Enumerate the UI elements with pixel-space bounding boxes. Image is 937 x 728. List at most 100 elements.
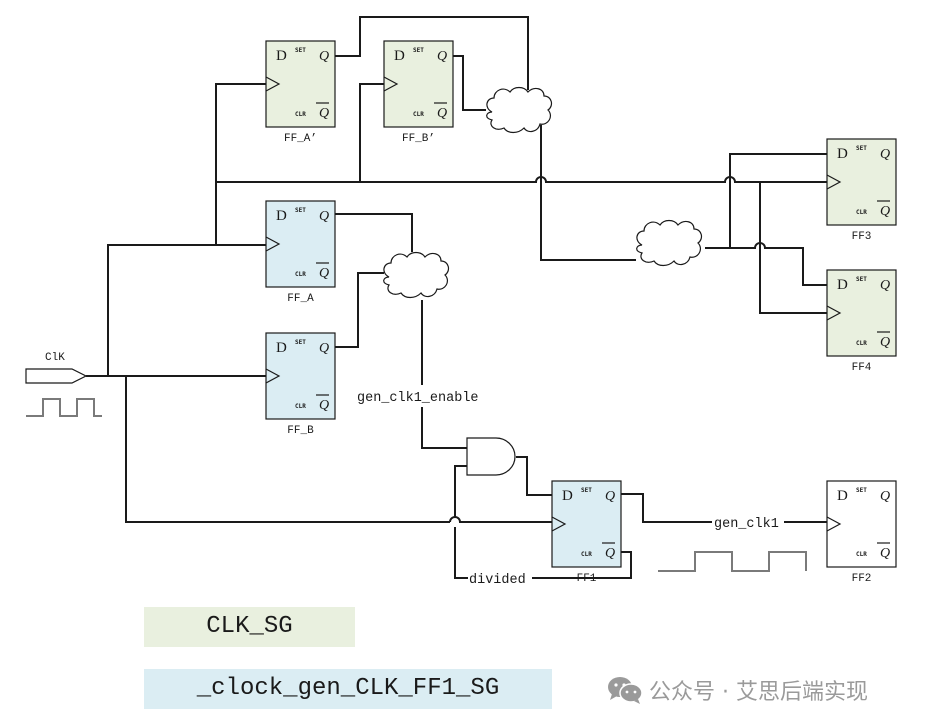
wire-clk-ffa-prime	[215, 83, 266, 182]
clk-port-label: ClK	[45, 352, 65, 364]
pin-set-label: SET	[295, 47, 306, 54]
clock-pin-icon	[826, 516, 842, 532]
wire-divided-to-and	[454, 465, 467, 517]
ff-name-label: FF3	[852, 231, 872, 243]
pin-set-label: SET	[856, 487, 867, 494]
pin-q-label: Q	[605, 489, 615, 504]
ff-name-label: FF_B’	[402, 133, 435, 145]
pin-d-label: D	[394, 48, 405, 64]
pin-set-label: SET	[413, 47, 424, 54]
wire-to-ff4-d	[730, 242, 827, 286]
pin-clr-label: CLR	[856, 551, 867, 558]
wire-ffa-q	[335, 213, 413, 252]
pin-set-label: SET	[581, 487, 592, 494]
flip-flop-ff_b: D SET Q CLR Q FF_B	[265, 332, 336, 437]
ff-name-label: FF1	[577, 573, 597, 585]
wire-to-ff3-d	[729, 153, 827, 248]
pin-qbar-label: Q	[437, 106, 447, 121]
pin-clr-label: CLR	[856, 340, 867, 347]
wire-divided-vertical	[454, 527, 468, 579]
wire-ffb-q	[335, 272, 384, 348]
pin-set-label: SET	[856, 276, 867, 283]
wire-clk-to-ff1	[125, 376, 450, 523]
clk-waveform	[26, 398, 102, 417]
pin-clr-label: CLR	[295, 111, 306, 118]
pin-q-label: Q	[319, 341, 329, 356]
pin-set-label: SET	[295, 339, 306, 346]
wechat-icon	[608, 677, 643, 704]
ff-name-label: FF_A’	[284, 133, 317, 145]
wire-clk-to-ffa-branch	[107, 244, 266, 376]
pin-q-label: Q	[437, 49, 447, 64]
ff-body	[265, 332, 336, 420]
net-label-gen-clk1: gen_clk1	[714, 517, 779, 532]
ff-body	[826, 480, 897, 568]
clock-pin-icon	[826, 305, 842, 321]
wires	[86, 16, 827, 579]
ff-body	[826, 138, 897, 226]
pin-d-label: D	[276, 48, 287, 64]
wire-cloud-top-out	[540, 125, 636, 261]
pin-d-label: D	[837, 488, 848, 504]
pin-qbar-label: Q	[319, 398, 329, 413]
pin-clr-label: CLR	[295, 271, 306, 278]
ff-body	[383, 40, 454, 128]
clock-pin-icon	[383, 76, 399, 92]
ff-name-label: FF_A	[287, 293, 314, 305]
pin-clr-label: CLR	[413, 111, 424, 118]
net-label-enable: gen_clk1_enable	[357, 391, 479, 406]
pin-clr-label: CLR	[856, 209, 867, 216]
pin-qbar-label: Q	[605, 546, 615, 561]
flip-flop-ff1: D SET Q CLR Q FF1	[551, 480, 622, 585]
clock-pin-icon	[265, 236, 281, 252]
pin-clr-label: CLR	[581, 551, 592, 558]
and-gate	[466, 437, 516, 476]
clock-pin-icon	[826, 174, 842, 190]
pin-qbar-label: Q	[319, 106, 329, 121]
legend-clock-gen-ff1-sg-label: _clock_gen_CLK_FF1_SG	[196, 675, 500, 702]
pin-set-label: SET	[856, 145, 867, 152]
cloud-right	[636, 219, 703, 267]
pin-q-label: Q	[880, 147, 890, 162]
pin-clr-label: CLR	[295, 403, 306, 410]
cloud-mid	[383, 251, 450, 299]
pin-q-label: Q	[319, 49, 329, 64]
pin-d-label: D	[276, 208, 287, 224]
watermark: 公众号 · 艾思后端实现	[607, 673, 868, 707]
clk-input-port: ClK	[25, 352, 102, 417]
ff-name-label: FF_B	[287, 425, 314, 437]
pin-q-label: Q	[880, 489, 890, 504]
wire-clk-bus-to-ff3	[216, 176, 827, 183]
wire-divided-right	[532, 551, 632, 579]
gen-clk1-waveform	[658, 551, 807, 572]
watermark-text: 公众号 · 艾思后端实现	[649, 680, 868, 705]
pin-qbar-label: Q	[319, 266, 329, 281]
wire-enable-lower	[421, 407, 467, 449]
legend-clock-gen-ff1-sg: _clock_gen_CLK_FF1_SG	[144, 669, 552, 709]
pin-d-label: D	[837, 146, 848, 162]
pin-d-label: D	[562, 488, 573, 504]
clock-pin-icon	[551, 516, 567, 532]
wire-clk-to-ff4	[759, 182, 827, 314]
wire-and-out	[516, 456, 552, 496]
enable-label-bg	[354, 386, 490, 406]
clock-pin-icon	[265, 368, 281, 384]
pin-qbar-label: Q	[880, 335, 890, 350]
pin-qbar-label: Q	[880, 546, 890, 561]
schematic: ClK gen_clk1_enable divided gen_clk1 D SE…	[25, 16, 897, 588]
ff-body	[265, 40, 336, 128]
legend-clk-sg-label: CLK_SG	[206, 613, 293, 640]
pin-d-label: D	[276, 340, 287, 356]
ff-body	[551, 480, 622, 568]
legend-clk-sg: CLK_SG	[144, 607, 355, 647]
wire-clk-to-ff1-hop	[449, 516, 552, 523]
wire-gen-clk1-a	[620, 493, 712, 523]
net-label-divided: divided	[469, 573, 526, 588]
wire-ffa-prime-q	[335, 16, 529, 90]
pin-set-label: SET	[295, 207, 306, 214]
